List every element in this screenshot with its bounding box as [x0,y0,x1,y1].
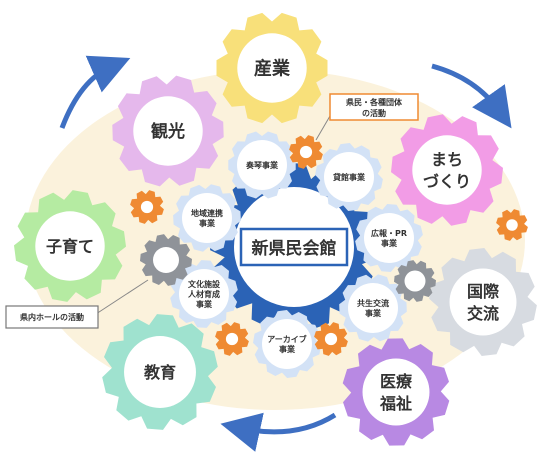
outer-gear-sangyo-hub [237,33,307,103]
small-orange-gear-5 [314,322,348,356]
inner-gear-bunka-label-line2: 人材育成 [188,289,220,299]
cycle-arrow-bottom [220,412,337,452]
cycle-arrow-top-left [59,55,131,129]
small-orange-gear-2 [130,190,164,224]
outer-gear-kyoiku: 教育 [102,314,218,430]
grey-gear-2-hub [404,270,426,292]
inner-gear-kashi: 貸館事業 [315,143,383,211]
callout-hall-label: 県内ホールの活動 [20,312,84,322]
inner-gear-archive-label-line1: アーカイブ [267,334,307,344]
inner-gear-chiiki-label-line2: 事業 [199,218,216,228]
outer-gear-machi-label-line2: づくり [423,172,471,191]
inner-gear-chiiki-hub [182,193,232,243]
callout-kenmin-line2: の活動 [362,108,386,118]
outer-gear-kosodate: 子育て [14,190,126,302]
center-label: 新県民会館 [252,238,337,259]
inner-gear-suisui: 奏琴事業 [228,131,296,199]
inner-gear-suisui-label-line1: 奏琴事業 [245,160,279,170]
outer-gear-kokusai-label-line1: 国際 [467,282,500,301]
outer-gear-kosodate-label-line1: 子育て [46,237,94,256]
outer-gear-sangyo-label-line1: 産業 [254,57,291,79]
small-orange-gear-4 [215,322,249,356]
outer-gear-machi-label-line1: まち [431,150,463,169]
small-orange-gear-5-hub [324,332,338,346]
outer-gear-kanko-hub [133,96,203,166]
inner-gear-bunka-label-line3: 事業 [196,299,213,309]
outer-gear-iryo-hub [362,358,430,426]
outer-gear-machi-hub [412,135,482,205]
outer-gear-kokusai-hub [449,268,517,336]
small-orange-gear-1 [289,135,323,169]
grey-gear-1-hub [153,247,179,273]
grey-gear-1 [140,234,192,286]
outer-gear-kyoiku-label-line1: 教育 [144,363,176,382]
center-label-box: 新県民会館 [239,227,349,267]
inner-gear-kyosei-hub [348,283,398,333]
small-orange-gear-3 [496,209,528,241]
outer-gear-sangyo: 産業 [216,12,328,124]
inner-gear-bunka-label-line1: 文化施設 [188,279,221,289]
callout-hall-activity: 県内ホールの活動 [5,305,99,329]
callout-kenmin-activity: 県民・各種団体 の活動 [329,93,419,121]
inner-gear-archive-label-line2: 事業 [279,344,296,354]
inner-gear-suisui-hub [237,140,287,190]
outer-gear-kokusai-label-line2: 交流 [467,304,499,323]
inner-gear-chiiki-label-line1: 地域連携 [191,208,223,218]
small-orange-gear-1-hub [299,145,313,159]
inner-gear-kashi-hub [324,152,374,202]
connector-kenmin [315,115,331,141]
inner-gear-kashi-label-line1: 貸館事業 [332,172,366,182]
outer-gear-kosodate-hub [35,211,105,281]
outer-gear-kanko: 観光 [112,75,224,187]
inner-gear-koho-hub [364,213,414,263]
outer-gear-kanko-label-line1: 観光 [151,121,185,142]
cycle-arrows [59,55,512,452]
inner-gear-koho-label-line2: 事業 [381,238,398,248]
cycle-arrow-top-right [431,63,512,129]
small-orange-gear-3-hub [506,219,518,231]
small-orange-gear-2-hub [140,200,154,214]
inner-gear-bunka-hub [179,269,229,319]
connector-hall [95,279,149,315]
small-orange-gear-4-hub [225,332,239,346]
callout-kenmin-line1: 県民・各種団体 [346,97,403,107]
grey-gear-2 [394,260,436,302]
outer-gear-iryo-label-line2: 福祉 [379,394,412,413]
inner-gear-koho-label-line1: 広報・PR [371,228,407,238]
outer-gear-kyoiku-hub [124,336,196,408]
inner-gear-kyosei-label-line1: 共生交流 [357,298,389,308]
inner-gear-archive-hub [262,319,312,369]
inner-gear-kyosei-label-line2: 事業 [365,308,382,318]
outer-gear-iryo-label-line1: 医療 [380,372,413,391]
